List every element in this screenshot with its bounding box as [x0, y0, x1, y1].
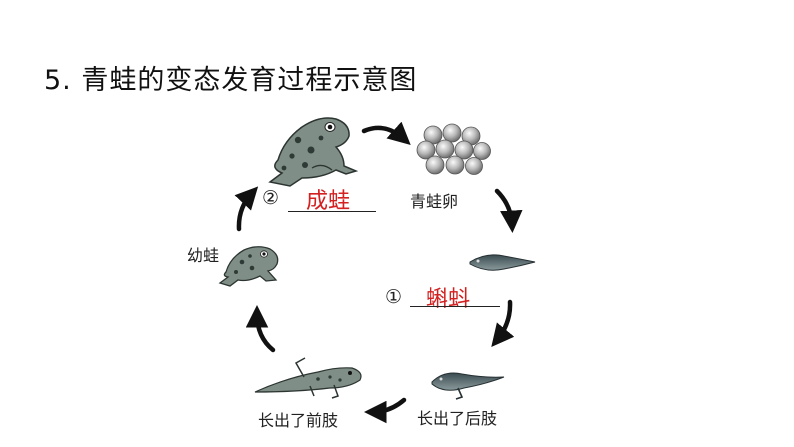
arrow-tadpole-to-hindlegs — [491, 299, 515, 347]
tadpole-stage-answer: 蝌蚪 — [426, 287, 471, 312]
adult-stage-answer: 成蛙 — [306, 189, 351, 214]
arrow-froglet-to-adult — [234, 186, 259, 232]
forelegs-label: 长出了前肢 — [258, 411, 339, 430]
froglet-label: 幼蛙 — [187, 246, 220, 265]
arrow-forelegs-to-froglet — [245, 305, 276, 353]
arrow-adult-to-eggs — [361, 121, 411, 145]
tadpole-icon — [469, 254, 536, 271]
hindlegs-label: 长出了后肢 — [417, 409, 498, 428]
arrow-hindlegs-to-forelegs — [364, 397, 407, 424]
adult-stage-number: ② — [262, 187, 280, 209]
tadpole-hindlegs-icon — [431, 372, 505, 400]
adult-answer-blank-line — [288, 211, 376, 212]
page-title: 5. 青蛙的变态发育过程示意图 — [44, 65, 418, 96]
frog-eggs-icon — [416, 123, 491, 175]
adult-frog-icon — [268, 117, 359, 187]
eggs-label: 青蛙卵 — [410, 192, 459, 211]
froglet-icon — [218, 246, 279, 287]
tadpole-stage-number: ① — [385, 286, 403, 308]
tadpole-forelegs-icon — [254, 357, 362, 399]
tadpole-answer-blank-line — [410, 306, 500, 307]
arrow-eggs-to-tadpole — [494, 188, 523, 233]
